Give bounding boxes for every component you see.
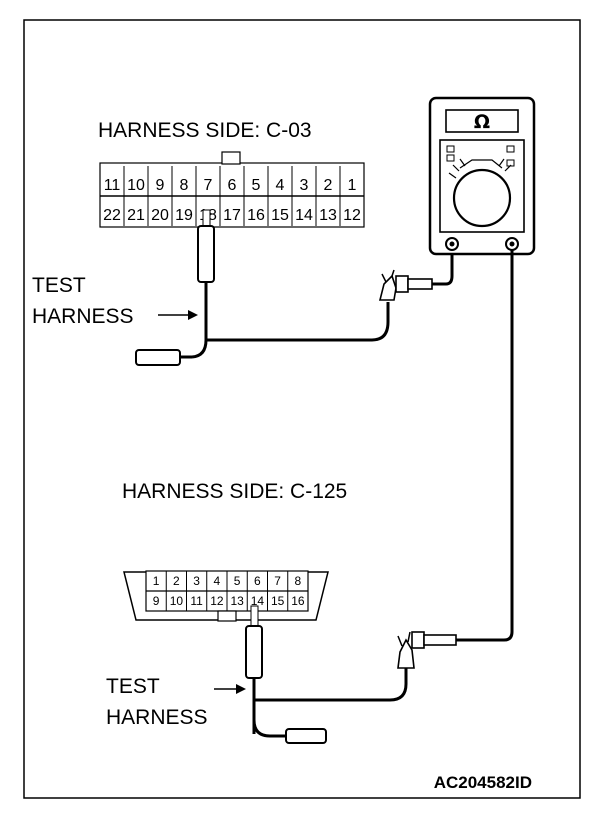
connector-bottom-title: HARNESS SIDE: C-125 (122, 480, 347, 503)
test-harness-bottom (245, 605, 408, 744)
test-harness-top-line2: HARNESS (32, 305, 134, 328)
c03-pin-1: 1 (348, 177, 357, 194)
c125-pin-10: 10 (170, 594, 184, 608)
c03-pin-9: 9 (156, 177, 165, 194)
dial-scale (459, 159, 503, 169)
c03-pin-11: 11 (104, 177, 121, 194)
lead-plug-bottom (285, 728, 327, 744)
c03-pin-16: 16 (247, 207, 265, 224)
diagram-frame (23, 19, 581, 799)
c03-pin-20: 20 (151, 207, 169, 224)
c03-pin-21: 21 (127, 207, 145, 224)
dial-ticks (448, 158, 512, 179)
c03-pin-17: 17 (223, 207, 241, 224)
c125-pin-9: 9 (153, 594, 160, 608)
ohmmeter-button-1 (446, 145, 455, 153)
c03-pin-3: 3 (300, 177, 309, 194)
c125-pin-15: 15 (271, 594, 285, 608)
connector-top-title: HARNESS SIDE: C-03 (98, 119, 312, 142)
arrow-icon (158, 310, 198, 320)
c125-pin-7: 7 (274, 574, 281, 588)
ohmmeter-display (445, 109, 519, 133)
c125-pin-16: 16 (291, 594, 305, 608)
harness-wire-bottom (254, 668, 408, 702)
c125-pin-6: 6 (254, 574, 261, 588)
c125-pin-3: 3 (193, 574, 200, 588)
c03-pin-2: 2 (324, 177, 333, 194)
c125-pin-4: 4 (214, 574, 221, 588)
harness-wire-top (206, 302, 390, 342)
c03-pin-7: 7 (204, 177, 213, 194)
probe-pin-bottom (250, 605, 259, 629)
alligator-clip-top (378, 246, 454, 301)
c125-pin-1: 1 (153, 574, 160, 588)
alligator-clip-bottom (397, 631, 457, 669)
c125-pin-2: 2 (173, 574, 180, 588)
c03-pin-12: 12 (343, 207, 361, 224)
c125-pin-8: 8 (295, 574, 302, 588)
terminal-right-center (509, 241, 515, 247)
test-harness-top-line1: TEST (32, 274, 86, 297)
probe-body-bottom (245, 625, 263, 679)
c125-pin-14: 14 (251, 594, 265, 608)
branch-wire-top (191, 339, 208, 359)
c125-pin-12: 12 (210, 594, 224, 608)
figure-id: AC204582ID (434, 773, 532, 792)
c125-pin-5: 5 (234, 574, 241, 588)
ohmmeter-button-3 (506, 145, 515, 153)
c03-pin-6: 6 (228, 177, 237, 194)
ohmmeter-button-2 (446, 154, 455, 162)
connector-c03-lock-tab (221, 151, 241, 165)
c03-pin-13: 13 (319, 207, 337, 224)
connector-c03: 11109876543212221201918171615141312 (99, 151, 365, 228)
lead-plug-top (135, 349, 181, 366)
test-harness-bottom-line2: HARNESS (106, 706, 208, 729)
c125-pin-11: 11 (190, 594, 203, 608)
selector-dial (452, 168, 512, 228)
test-harness-bottom-line1: TEST (106, 675, 160, 698)
test-harness-top (135, 209, 390, 366)
ohm-symbol-icon: Ω (474, 111, 490, 133)
connector-c125-lock-tab (217, 610, 237, 622)
c03-pin-10: 10 (127, 177, 145, 194)
c03-pin-14: 14 (295, 207, 313, 224)
c03-pin-22: 22 (103, 207, 121, 224)
c125-pin-13: 13 (230, 594, 244, 608)
branch-wire-bottom (252, 719, 286, 738)
c03-pin-8: 8 (180, 177, 189, 194)
c03-pin-15: 15 (271, 207, 289, 224)
meter-lead-right (456, 250, 514, 642)
c03-pin-5: 5 (252, 177, 261, 194)
c03-pin-19: 19 (175, 207, 193, 224)
ohmmeter: Ω (428, 96, 536, 256)
arrow-icon (214, 684, 246, 694)
probe-body-top (197, 225, 215, 283)
terminal-left-center (449, 241, 455, 247)
c03-pin-4: 4 (276, 177, 285, 194)
